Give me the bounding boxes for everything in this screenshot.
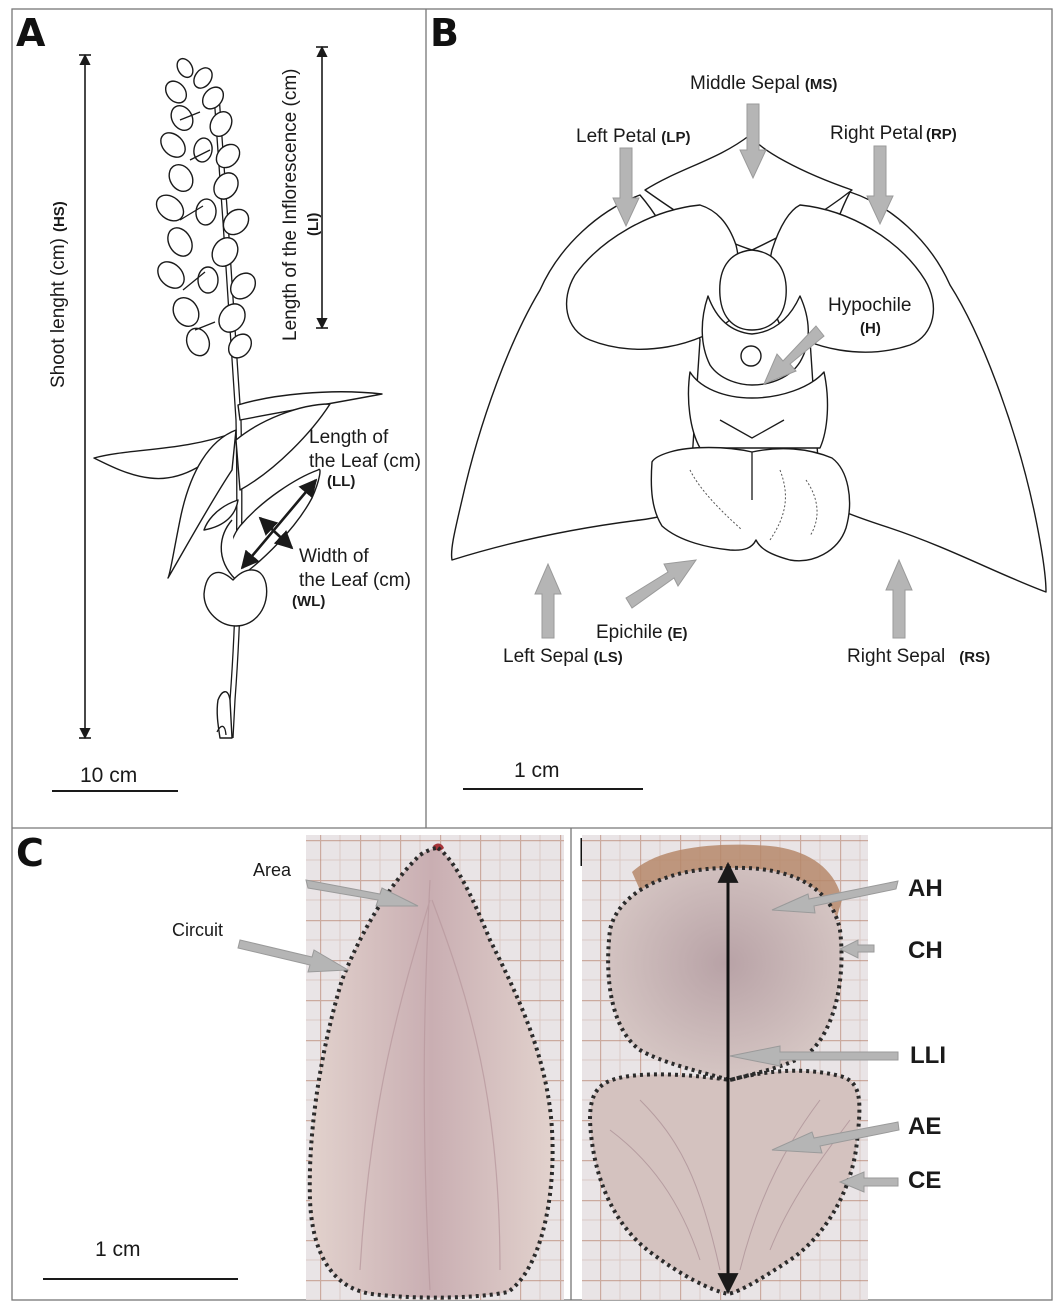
hypochile-code: (H) (860, 320, 881, 337)
plant-drawing (94, 56, 382, 738)
inflorescence-flowers (151, 56, 260, 363)
panel-a-scale-label: 10 cm (80, 764, 137, 787)
left-sepal-arrow (535, 564, 561, 638)
ch-label: CH (908, 937, 943, 964)
panel-a: A Shoot lenght (cm)(HS) Length of the In… (16, 11, 421, 791)
hypochile-label: Hypochile (828, 295, 911, 316)
panel-b-scale-label: 1 cm (514, 759, 560, 782)
panel-b: B (430, 11, 1046, 789)
ah-label: AH (908, 875, 943, 902)
epichile-shape (651, 448, 849, 561)
circuit-label: Circuit (172, 920, 223, 940)
panel-b-letter: B (430, 11, 459, 55)
leaf-length-line1: Length of (309, 427, 389, 448)
panel-c-scale-label: 1 cm (95, 1238, 141, 1261)
inflorescence-length-code: (LI) (305, 213, 322, 236)
right-sepal-arrow (886, 560, 912, 638)
leaf-width-code: (WL) (292, 593, 325, 610)
area-label: Area (253, 860, 292, 880)
flower-drawing (452, 135, 1046, 592)
leaf-width-line1: Width of (299, 546, 369, 567)
panel-a-letter: A (16, 11, 46, 55)
shoot-length-label: Shoot lenght (cm)(HS) (48, 201, 69, 388)
right-petal-label: Right Petal(RP) (830, 123, 957, 144)
ae-label: AE (908, 1113, 941, 1140)
leaf-length-line2: the Leaf (cm) (309, 451, 421, 472)
column-shape (720, 250, 786, 330)
leaf-width-line2: the Leaf (cm) (299, 570, 411, 591)
leaf-length-code: (LL) (327, 473, 355, 490)
ce-label: CE (908, 1167, 941, 1194)
inflorescence-length-label: Length of the Inflorescence (cm) (280, 69, 301, 341)
right-sepal-label: Right Sepal(RS) (847, 646, 990, 667)
left-sepal-label: Left Sepal(LS) (503, 646, 623, 667)
panel-d: D AH CH LLI AE CE (577, 831, 946, 1300)
left-petal-label: Left Petal(LP) (576, 126, 690, 147)
panel-c: C Area Circuit 1 cm (16, 831, 564, 1300)
epichile-arrow (626, 560, 696, 608)
panel-c-letter: C (16, 831, 44, 875)
middle-sepal-label: Middle Sepal(MS) (690, 73, 837, 94)
lli-label: LLI (910, 1042, 946, 1069)
epichile-label: Epichile(E) (596, 622, 688, 643)
